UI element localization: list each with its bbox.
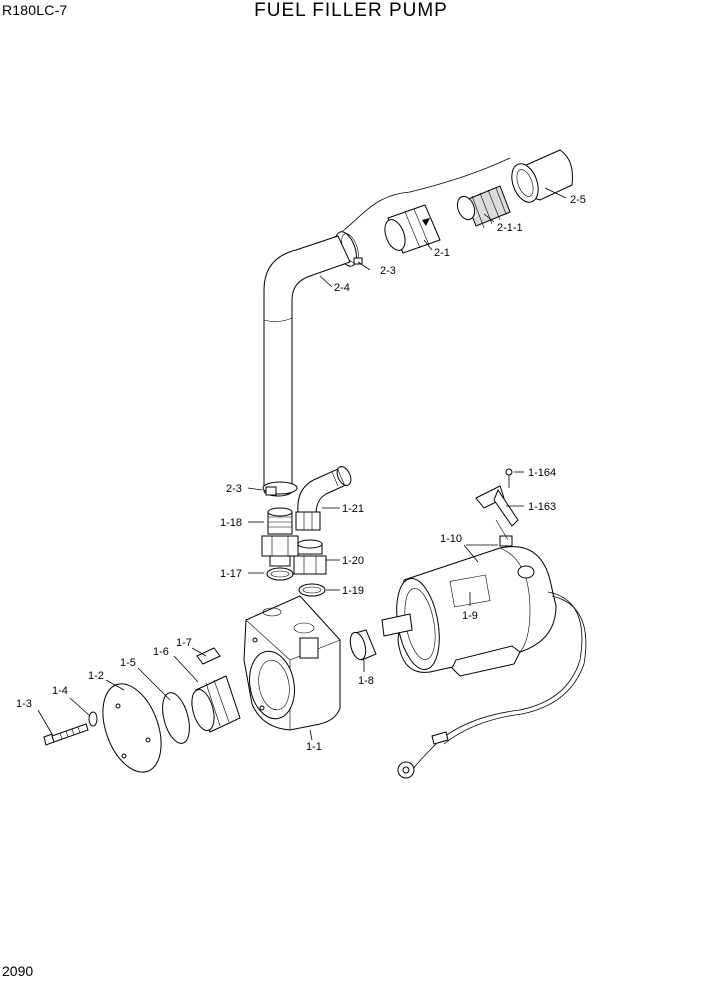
label-2-1-1: 2-1-1 xyxy=(497,222,523,234)
page-number: 2090 xyxy=(2,963,34,979)
label-2-1: 2-1 xyxy=(434,247,450,259)
nipple-fitting xyxy=(261,507,299,567)
label-1-4: 1-4 xyxy=(52,685,68,697)
label-1-7: 1-7 xyxy=(176,637,192,649)
label-1-17: 1-17 xyxy=(220,568,242,580)
label-1-1: 1-1 xyxy=(306,741,322,753)
leader-lines xyxy=(37,187,567,741)
electric-motor xyxy=(381,535,557,677)
page-title: FUEL FILLER PUMP xyxy=(254,0,448,21)
motor-cable xyxy=(397,591,587,779)
label-1-9: 1-9 xyxy=(462,610,478,622)
o-ring-1-17 xyxy=(266,567,294,581)
label-1-163: 1-163 xyxy=(528,501,556,513)
elbow-fitting xyxy=(295,466,352,531)
label-1-20: 1-20 xyxy=(342,555,364,567)
union-fitting xyxy=(293,539,327,575)
washer xyxy=(88,711,98,727)
key-part xyxy=(196,647,221,665)
label-1-8: 1-8 xyxy=(358,675,374,687)
label-2-5: 2-5 xyxy=(570,194,586,206)
label-1-2: 1-2 xyxy=(88,670,104,682)
label-1-19: 1-19 xyxy=(342,585,364,597)
filler-cap-part xyxy=(511,149,573,203)
label-1-5: 1-5 xyxy=(120,657,136,669)
label-1-164: 1-164 xyxy=(528,467,556,479)
fuel-hose xyxy=(263,235,351,497)
screw xyxy=(505,468,513,488)
label-1-18: 1-18 xyxy=(220,517,242,529)
impeller xyxy=(191,675,241,733)
label-1-6: 1-6 xyxy=(153,646,169,658)
label-1-3: 1-3 xyxy=(16,698,32,710)
hose-clamp-bottom xyxy=(262,481,298,496)
adapter-part xyxy=(384,204,441,254)
label-2-4: 2-4 xyxy=(334,282,350,294)
pump-body xyxy=(243,595,341,731)
label-1-21: 1-21 xyxy=(342,503,364,515)
cover-plate xyxy=(102,683,162,773)
mounting-bracket xyxy=(475,485,519,541)
strainer-part xyxy=(456,185,511,229)
bolt xyxy=(43,723,89,746)
o-ring-1-19 xyxy=(298,583,326,597)
label-2-3-bottom: 2-3 xyxy=(226,483,242,495)
coupling-spacer xyxy=(349,629,377,661)
o-ring-1-5 xyxy=(162,692,190,744)
model-number: R180LC-7 xyxy=(2,2,68,18)
tether-wire xyxy=(329,157,511,241)
label-1-10: 1-10 xyxy=(440,533,462,545)
label-2-3-top: 2-3 xyxy=(380,265,396,277)
